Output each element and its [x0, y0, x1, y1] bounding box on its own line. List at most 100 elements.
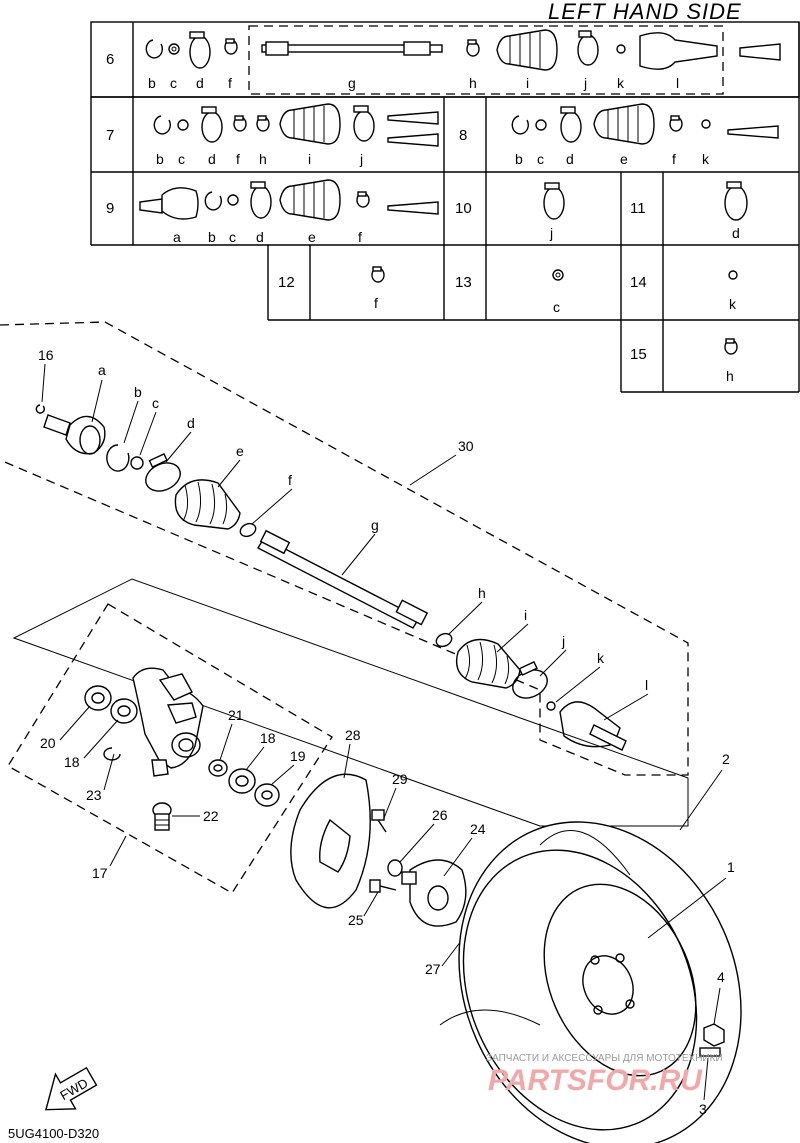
row-number: 13 — [455, 274, 472, 291]
single-cells: j d f c k h — [371, 181, 748, 384]
svg-text:c: c — [170, 75, 177, 91]
svg-text:i: i — [308, 151, 311, 167]
svg-text:l: l — [645, 677, 648, 693]
row6-parts — [145, 29, 781, 71]
svg-text:d: d — [196, 75, 204, 91]
svg-text:e: e — [236, 443, 244, 459]
row7-parts — [153, 103, 439, 147]
shaft-callouts: 16 a b c d e f 30 g h i j k l — [38, 347, 649, 721]
svg-text:l: l — [676, 75, 679, 91]
svg-text:c: c — [229, 229, 236, 245]
row-number: 14 — [630, 274, 647, 291]
svg-text:c: c — [553, 299, 560, 315]
row-number: 7 — [106, 127, 114, 144]
svg-text:f: f — [374, 295, 378, 311]
svg-text:h: h — [469, 75, 477, 91]
watermark-logo: PARTSFOR.RU — [488, 1064, 703, 1097]
svg-text:18: 18 — [260, 730, 276, 746]
svg-text:23: 23 — [86, 787, 102, 803]
row8-parts — [511, 103, 779, 145]
svg-text:b: b — [156, 151, 164, 167]
svg-text:19: 19 — [290, 748, 306, 764]
svg-text:i: i — [524, 607, 527, 623]
svg-text:j: j — [359, 151, 363, 167]
fwd-arrow-icon: FWD — [45, 1066, 98, 1111]
row8-letters: b c d e f k — [515, 151, 710, 167]
svg-text:k: k — [729, 296, 737, 312]
svg-text:j: j — [561, 633, 565, 649]
kit-table — [90, 21, 800, 393]
row-number: 11 — [630, 200, 646, 217]
row9-letters: a b c d e f — [173, 229, 362, 245]
diagram-title: LEFT HAND SIDE — [548, 0, 742, 24]
svg-text:c: c — [152, 395, 159, 411]
row-number: 15 — [630, 346, 647, 363]
shaft-assembly-outline — [0, 321, 689, 776]
svg-text:k: k — [702, 151, 710, 167]
svg-text:d: d — [732, 225, 740, 241]
knuckle-assembly-outline — [7, 603, 333, 894]
svg-text:1: 1 — [727, 859, 735, 875]
wheel-parts — [439, 821, 742, 1143]
svg-text:18: 18 — [64, 754, 80, 770]
row-number: 10 — [455, 200, 472, 217]
wheel-callouts: 2 1 4 3 — [647, 751, 735, 1117]
diagram-code: 5UG4100-D320 — [8, 1126, 99, 1141]
svg-text:h: h — [478, 585, 486, 601]
svg-text:a: a — [173, 229, 181, 245]
svg-text:h: h — [726, 368, 734, 384]
svg-text:f: f — [228, 75, 232, 91]
row9-parts — [139, 179, 439, 221]
svg-text:b: b — [134, 384, 142, 400]
svg-text:b: b — [148, 75, 156, 91]
svg-text:j: j — [549, 225, 553, 241]
svg-text:f: f — [236, 151, 240, 167]
svg-text:2: 2 — [722, 751, 730, 767]
svg-text:4: 4 — [717, 969, 725, 985]
row-number: 6 — [106, 51, 114, 68]
svg-text:d: d — [566, 151, 574, 167]
svg-text:3: 3 — [699, 1101, 707, 1117]
row6-letters: b c d f g h i j k l — [148, 75, 679, 91]
drive-shaft-parts — [35, 404, 627, 751]
svg-text:c: c — [178, 151, 185, 167]
svg-text:28: 28 — [345, 727, 361, 743]
knuckle-callouts: 20 18 23 21 18 19 22 17 — [40, 705, 306, 881]
svg-text:21: 21 — [228, 707, 244, 723]
svg-text:c: c — [537, 151, 544, 167]
svg-text:29: 29 — [392, 771, 408, 787]
svg-text:f: f — [672, 151, 676, 167]
svg-text:22: 22 — [203, 808, 219, 824]
svg-text:16: 16 — [38, 347, 54, 363]
svg-text:a: a — [98, 362, 106, 378]
svg-text:e: e — [620, 151, 628, 167]
svg-text:30: 30 — [458, 438, 474, 454]
svg-text:d: d — [187, 415, 195, 431]
svg-text:e: e — [308, 229, 316, 245]
svg-text:k: k — [597, 650, 605, 666]
knuckle-parts — [84, 667, 280, 831]
svg-text:26: 26 — [432, 807, 448, 823]
svg-text:g: g — [371, 517, 379, 533]
row-number: 8 — [459, 127, 467, 144]
svg-text:g: g — [348, 75, 356, 91]
svg-text:d: d — [256, 229, 264, 245]
svg-text:b: b — [515, 151, 523, 167]
watermark-caption: ЗАПЧАСТИ И АКСЕССУАРЫ ДЛЯ МОТОТЕХНИКИ — [486, 1053, 723, 1064]
row-number: 12 — [278, 274, 295, 291]
svg-text:k: k — [617, 75, 625, 91]
svg-text:b: b — [208, 229, 216, 245]
row7-letters: b c d f h i j — [156, 151, 363, 167]
svg-text:h: h — [259, 151, 267, 167]
svg-text:j: j — [583, 75, 587, 91]
svg-text:f: f — [358, 229, 362, 245]
row-number: 9 — [106, 200, 114, 217]
svg-text:17: 17 — [92, 865, 108, 881]
svg-text:27: 27 — [425, 961, 441, 977]
svg-text:i: i — [526, 75, 529, 91]
svg-text:20: 20 — [40, 735, 56, 751]
svg-text:f: f — [288, 472, 292, 488]
svg-text:25: 25 — [348, 912, 364, 928]
svg-text:d: d — [208, 151, 216, 167]
